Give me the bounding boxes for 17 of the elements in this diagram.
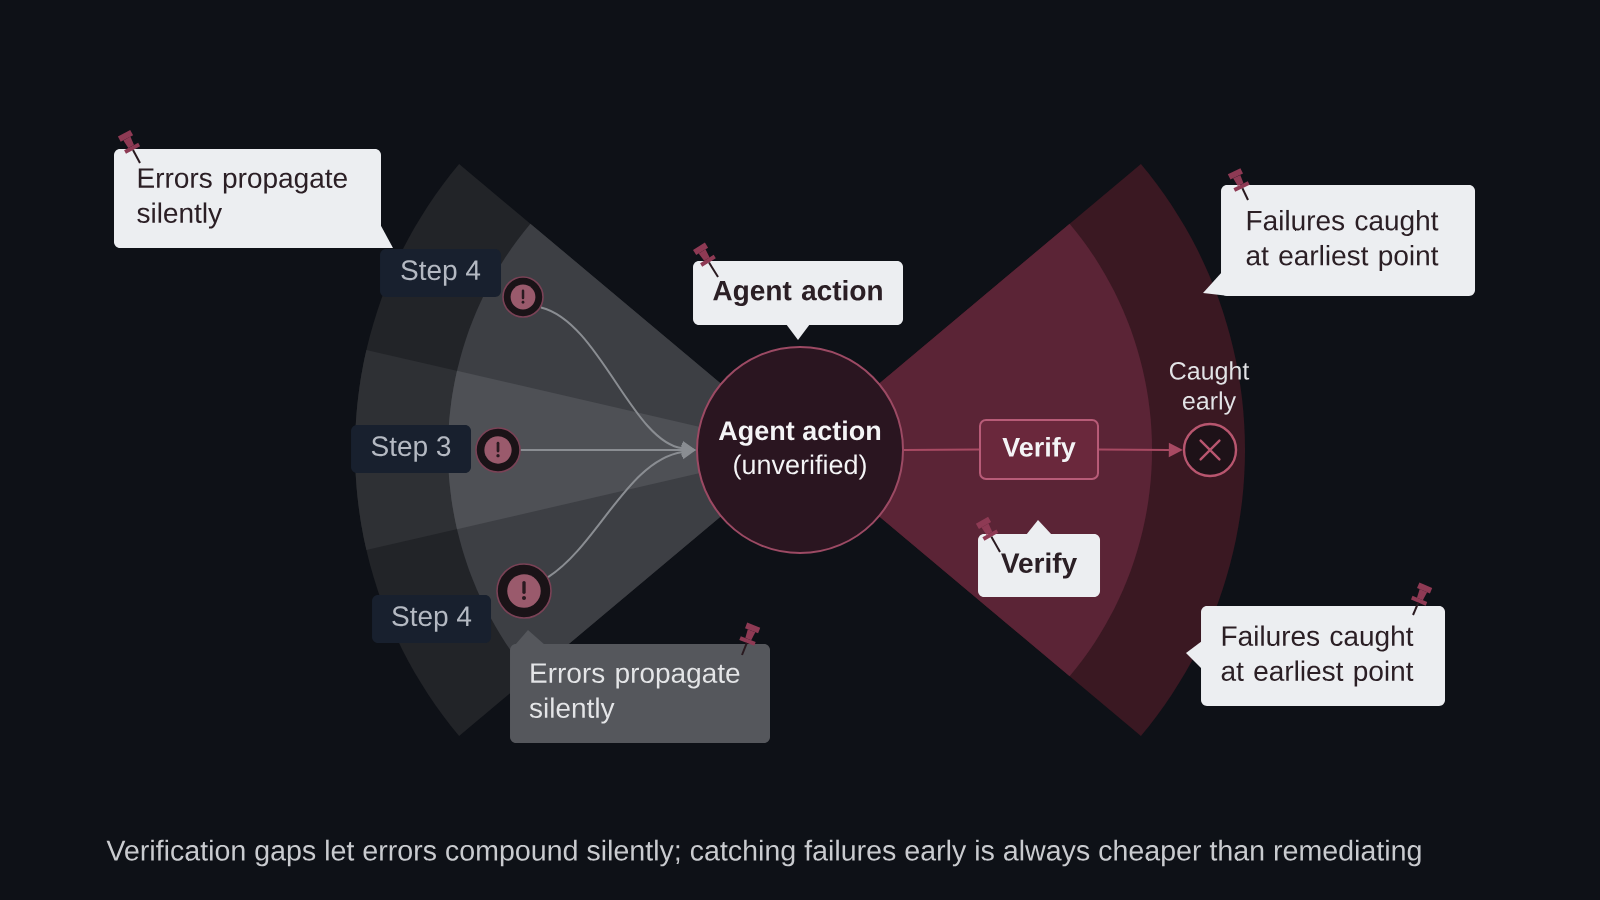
speech-bubble: Agent action — [693, 261, 903, 340]
speech-bubble: Errors propagate silently — [114, 149, 393, 248]
exclamation-icon — [475, 427, 521, 473]
annotation: Caught early — [1169, 361, 1250, 415]
connector-line — [903, 448, 980, 451]
process-box: Verify — [979, 419, 1099, 480]
exclamation-icon — [496, 563, 552, 619]
speech-bubble: Errors propagate silently — [510, 630, 770, 743]
speech-bubble: Failures caught at earliest point — [1203, 185, 1475, 296]
step-label: Step 3 — [351, 425, 471, 473]
step-label: Step 4 — [372, 595, 491, 643]
exclamation-icon — [502, 276, 544, 318]
speech-bubble: Failures caught at earliest point — [1186, 606, 1445, 706]
step-label: Step 4 — [380, 249, 501, 297]
x-circle-icon — [1182, 422, 1238, 478]
caption: Verification gaps let errors compound silently; catching failures early is always cheaper than remediating — [106, 839, 1421, 867]
speech-bubble: Verify — [978, 520, 1100, 597]
